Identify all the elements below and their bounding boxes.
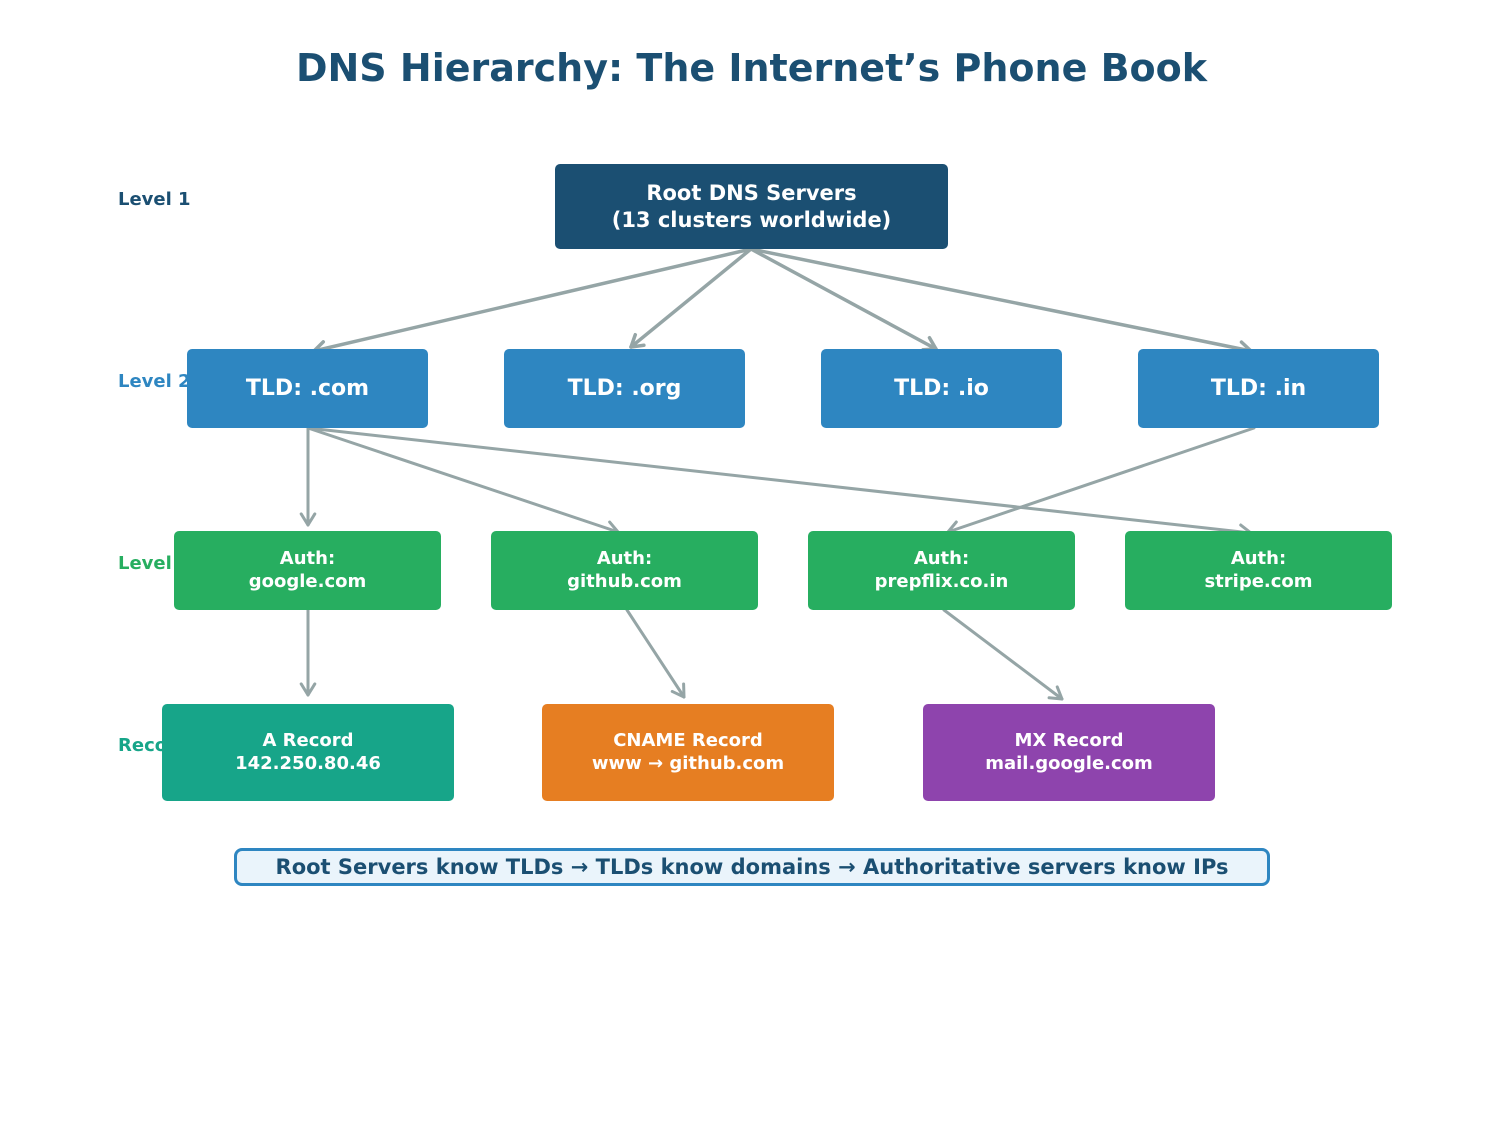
cname-record-node: CNAME Record www → github.com — [542, 704, 834, 801]
root-dns-node: Root DNS Servers (13 clusters worldwide) — [555, 164, 948, 249]
page-title: DNS Hierarchy: The Internet’s Phone Book — [295, 46, 1208, 90]
auth-github-node: Auth: github.com — [491, 531, 758, 610]
auth-prepflix-node: Auth: prepflix.co.in — [808, 531, 1075, 610]
edge-prepflix-mx — [942, 608, 1064, 701]
tld-in-node: TLD: .in — [1138, 349, 1379, 428]
edge-root-in — [749, 247, 1253, 358]
level-label-3: Level 3 — [118, 553, 191, 574]
edge-google-a — [299, 608, 317, 697]
edge-github-cname — [625, 608, 686, 699]
mx-record-node: MX Record mail.google.com — [923, 704, 1215, 801]
edge-root-org — [629, 247, 753, 349]
edge-root-io — [749, 247, 938, 352]
tld-com-node: TLD: .com — [187, 349, 428, 428]
edge-com-stripe — [306, 426, 1253, 541]
summary-box: Root Servers know TLDs → TLDs know domai… — [234, 848, 1270, 886]
auth-stripe-node: Auth: stripe.com — [1125, 531, 1392, 610]
level-label-2: Level 2 — [118, 371, 191, 392]
tld-io-node: TLD: .io — [821, 349, 1062, 428]
a-record-node: A Record 142.250.80.46 — [162, 704, 454, 801]
edge-com-google — [299, 426, 317, 527]
tld-org-node: TLD: .org — [504, 349, 745, 428]
edge-in-prepflix — [946, 426, 1256, 537]
level-label-1: Level 1 — [118, 189, 191, 210]
auth-google-node: Auth: google.com — [174, 531, 441, 610]
